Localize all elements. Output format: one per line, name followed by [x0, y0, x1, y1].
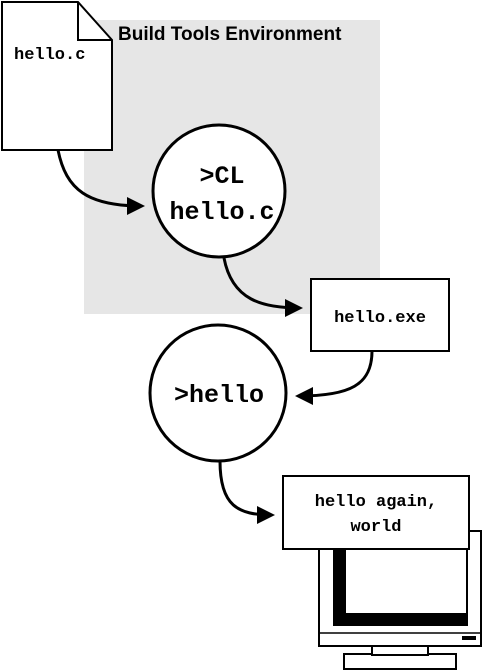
monitor-icon	[318, 530, 482, 670]
monitor-base	[343, 653, 457, 670]
compile-file-label: hello.c	[169, 198, 274, 227]
monitor-power-button	[462, 636, 476, 640]
compile-command-label: >CL	[199, 162, 244, 191]
program-output: hello again, world	[282, 475, 470, 550]
arrow-run-to-output	[218, 460, 275, 524]
monitor-screen-shadow-bottom	[335, 613, 466, 624]
run-step: >hello	[148, 323, 288, 463]
executable-label: hello.exe	[334, 309, 426, 328]
monitor-screen-shadow-left	[335, 550, 346, 624]
executable-box	[310, 278, 450, 352]
output-line-2: world	[350, 518, 401, 537]
compile-step: >CL hello.c	[151, 123, 287, 259]
document-fold	[77, 2, 112, 41]
output-line-1: hello again,	[315, 493, 437, 512]
source-file-label: hello.c	[14, 46, 85, 65]
run-circle	[148, 323, 288, 463]
arrow-executable-to-run	[295, 350, 374, 405]
output-box	[282, 475, 470, 550]
compile-circle	[151, 123, 287, 259]
arrow-source-to-compile	[56, 149, 145, 215]
arrow-compile-to-executable	[222, 257, 303, 317]
document-icon	[1, 1, 113, 151]
executable: hello.exe	[310, 278, 450, 352]
run-command-label: >hello	[174, 381, 264, 410]
build-tools-environment-label: Build Tools Environment	[118, 24, 342, 45]
source-file: hello.c	[1, 1, 113, 151]
monitor-screen	[333, 539, 468, 626]
